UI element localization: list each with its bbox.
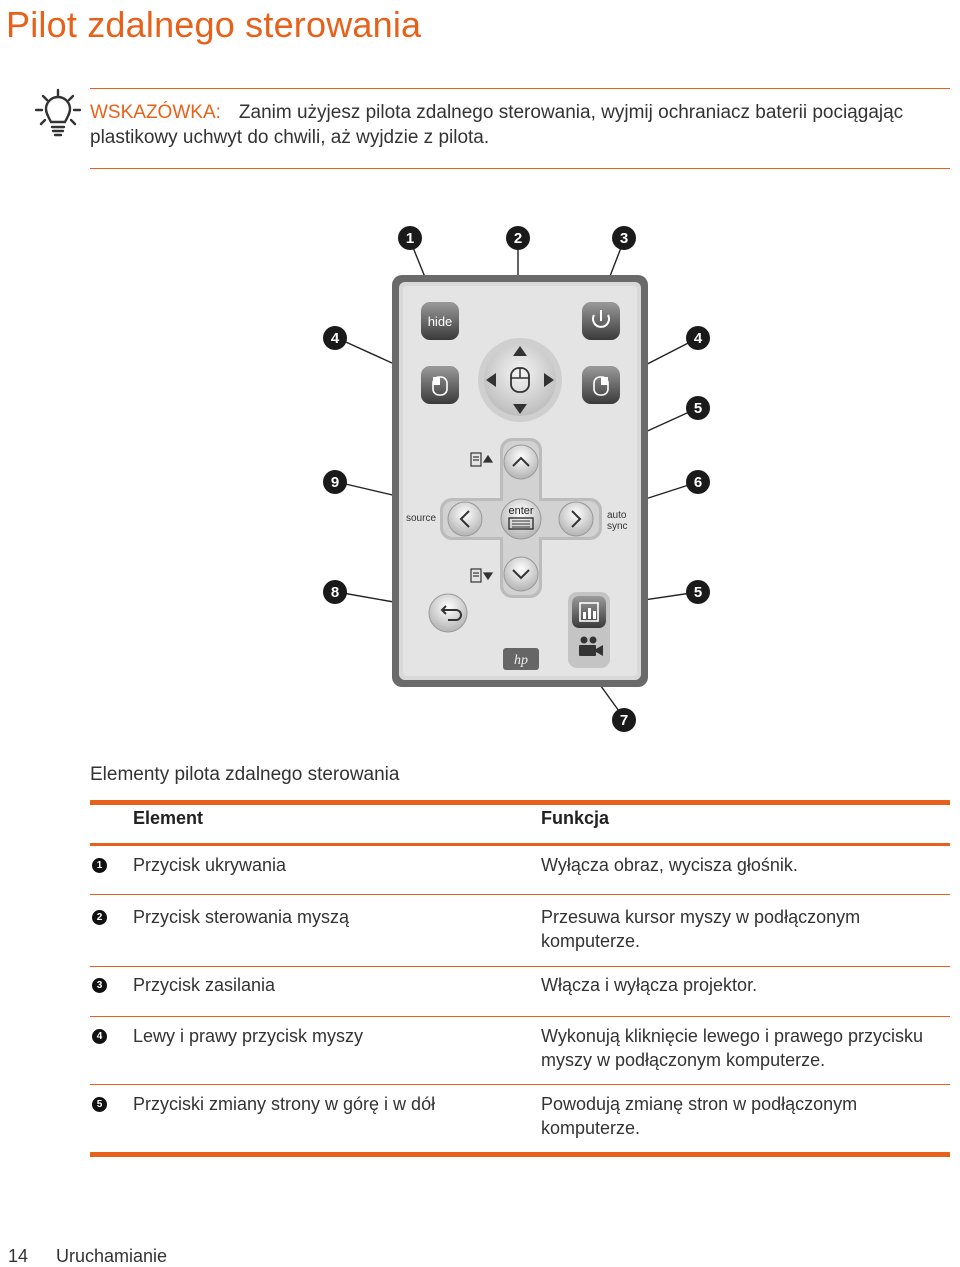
callout-1: 1 [398, 226, 422, 250]
row-element: Przyciski zmiany strony w górę i w dół [133, 1094, 436, 1114]
row-function: Wykonują kliknięcie lewego i prawego prz… [541, 1026, 924, 1070]
callout-7: 7 [612, 708, 636, 732]
row-divider [90, 966, 950, 967]
back-button [428, 593, 468, 633]
row-divider [90, 1016, 950, 1017]
page-down-icon [470, 568, 494, 583]
tip-label: WSKAZÓWKA: [90, 102, 221, 123]
row-element: Przycisk ukrywania [133, 855, 287, 875]
callout-4-left: 4 [323, 326, 347, 350]
svg-text:3: 3 [620, 230, 628, 247]
tip-rule-top [90, 88, 950, 89]
tip-paragraph: WSKAZÓWKA:Zanim użyjesz pilota zdalnego … [90, 100, 930, 150]
callout-6: 6 [686, 470, 710, 494]
table-caption: Elementy pilota zdalnego sterowania [90, 764, 400, 785]
row-divider [90, 894, 950, 895]
source-label: source [406, 513, 436, 524]
lightbulb-icon [34, 88, 82, 137]
row-function: Wyłącza obraz, wycisza głośnik. [541, 855, 798, 875]
row-element: Przycisk sterowania myszą [133, 907, 350, 927]
tip-rule-bottom [90, 168, 950, 169]
callout-5-top: 5 [686, 396, 710, 420]
remote-illustration: hide [323, 226, 710, 732]
table-bottom-rule [90, 1152, 950, 1157]
tip-text: Zanim użyjesz pilota zdalnego sterowania… [90, 102, 904, 148]
row-number: 2 [92, 910, 107, 925]
svg-text:5: 5 [694, 400, 702, 417]
header-function: Funkcja [541, 808, 610, 828]
sync-label: sync [607, 521, 628, 532]
row-number: 3 [92, 978, 107, 993]
svg-text:2: 2 [514, 230, 522, 247]
callout-3: 3 [612, 226, 636, 250]
hide-button [421, 302, 459, 340]
auto-label: auto [607, 510, 627, 521]
page-number: 14 [8, 1246, 29, 1266]
header-element: Element [133, 808, 204, 828]
callout-5-bottom: 5 [686, 580, 710, 604]
row-number: 5 [92, 1097, 107, 1112]
svg-text:9: 9 [331, 474, 339, 491]
row-divider [90, 1084, 950, 1085]
row-element: Lewy i prawy przycisk myszy [133, 1026, 364, 1046]
row-function: Przesuwa kursor myszy w podłączonym komp… [541, 907, 861, 951]
page-title: Pilot zdalnego sterowania [6, 4, 422, 45]
table-top-rule [90, 800, 950, 805]
callout-9: 9 [323, 470, 347, 494]
svg-text:1: 1 [406, 230, 414, 247]
hp-logo-text: hp [514, 653, 528, 668]
hide-label: hide [428, 314, 453, 329]
callout-8: 8 [323, 580, 347, 604]
table-header-rule [90, 843, 950, 846]
svg-text:4: 4 [694, 330, 703, 347]
svg-text:5: 5 [694, 584, 702, 601]
svg-text:8: 8 [331, 584, 339, 601]
video-icon [579, 636, 603, 656]
left-arrow-button [447, 501, 483, 537]
row-number: 4 [92, 1029, 107, 1044]
callouts: 1 2 3 4 4 5 9 6 8 5 7 [323, 226, 710, 732]
row-function: Włącza i wyłącza projektor. [541, 975, 758, 995]
section-name: Uruchamianie [56, 1246, 168, 1266]
enter-button: enter [500, 498, 542, 540]
svg-text:7: 7 [620, 712, 628, 729]
enter-label: enter [508, 505, 533, 517]
hp-logo [503, 648, 539, 670]
row-function: Powodują zmianę stron w podłączonym komp… [541, 1094, 858, 1138]
row-element: Przycisk zasilania [133, 975, 276, 995]
svg-text:4: 4 [331, 330, 340, 347]
callout-4-right: 4 [686, 326, 710, 350]
callout-2: 2 [506, 226, 530, 250]
row-number: 1 [92, 858, 107, 873]
power-icon [592, 310, 610, 328]
page-up-button [503, 444, 539, 480]
page-down-button [503, 556, 539, 592]
svg-text:6: 6 [694, 474, 702, 491]
page-up-icon [470, 452, 494, 467]
right-arrow-button [558, 501, 594, 537]
